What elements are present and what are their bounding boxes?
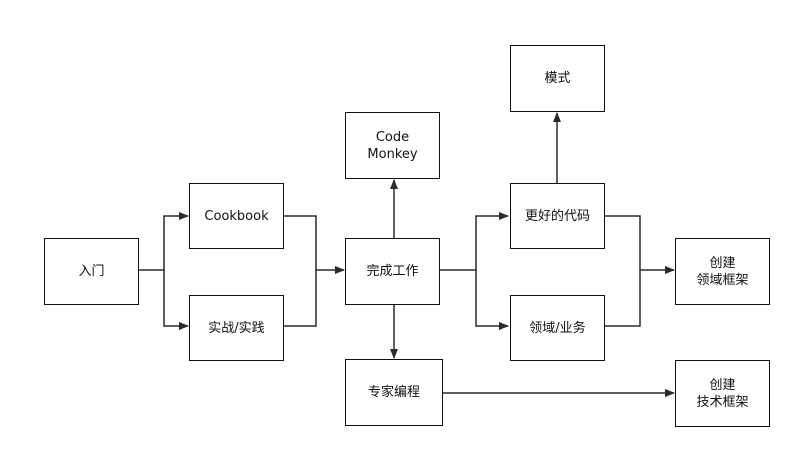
node-cookbook: Cookbook — [189, 183, 284, 249]
connector-better-code-to-create-domain-framework — [605, 215, 675, 274]
connector-practice-to-complete-work — [284, 270, 317, 327]
node-domain-business: 领域/业务 — [510, 295, 605, 361]
node-better-code: 更好的代码 — [510, 183, 605, 249]
connector-cookbook-to-complete-work — [284, 215, 345, 274]
node-entry: 入门 — [44, 238, 139, 305]
connector-complete-work-to-better-code — [440, 212, 509, 271]
node-expert-programming: 专家编程 — [345, 359, 443, 426]
connector-entry-to-practice — [163, 270, 189, 330]
node-complete-work: 完成工作 — [345, 238, 440, 305]
node-create-domain-framework: 创建 领域框架 — [675, 238, 770, 305]
connector-entry-to-cookbook — [139, 212, 189, 271]
node-code-monkey: Code Monkey — [345, 112, 440, 179]
node-patterns: 模式 — [510, 45, 605, 112]
node-practice: 实战/实践 — [189, 295, 284, 361]
node-create-tech-framework: 创建 技术框架 — [675, 360, 770, 427]
connector-complete-work-to-domain-business — [475, 270, 509, 330]
connector-domain-business-to-create-domain-framework — [605, 270, 641, 327]
